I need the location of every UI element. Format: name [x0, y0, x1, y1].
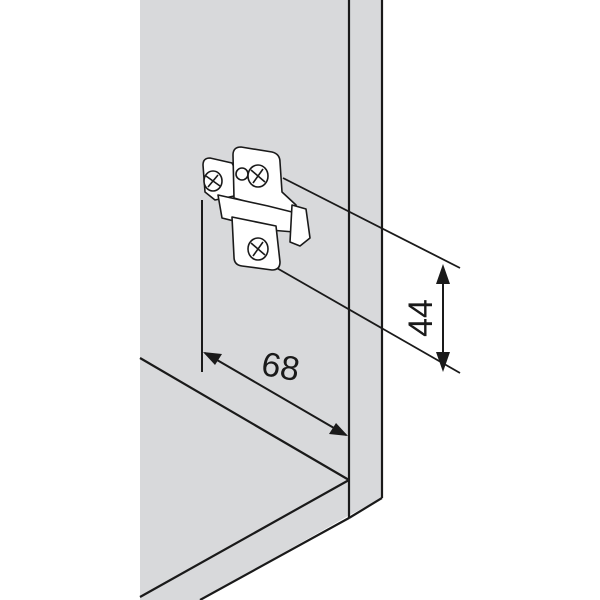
screw-left	[203, 170, 223, 192]
screw-bottom	[247, 237, 269, 261]
dimension-68-arrow	[201, 200, 348, 436]
mounting-screws	[203, 164, 269, 261]
dimension-44-extension-lines	[274, 177, 461, 374]
cabinet-bottom-panel	[140, 358, 348, 600]
dimension-44-arrow	[436, 264, 450, 372]
dimension-44-label: 44	[402, 299, 440, 337]
cabinet-front-edge	[348, 0, 382, 516]
screw-top	[247, 164, 269, 188]
dimension-68-label: 68	[259, 345, 303, 389]
cabinet-outline	[139, 0, 384, 600]
